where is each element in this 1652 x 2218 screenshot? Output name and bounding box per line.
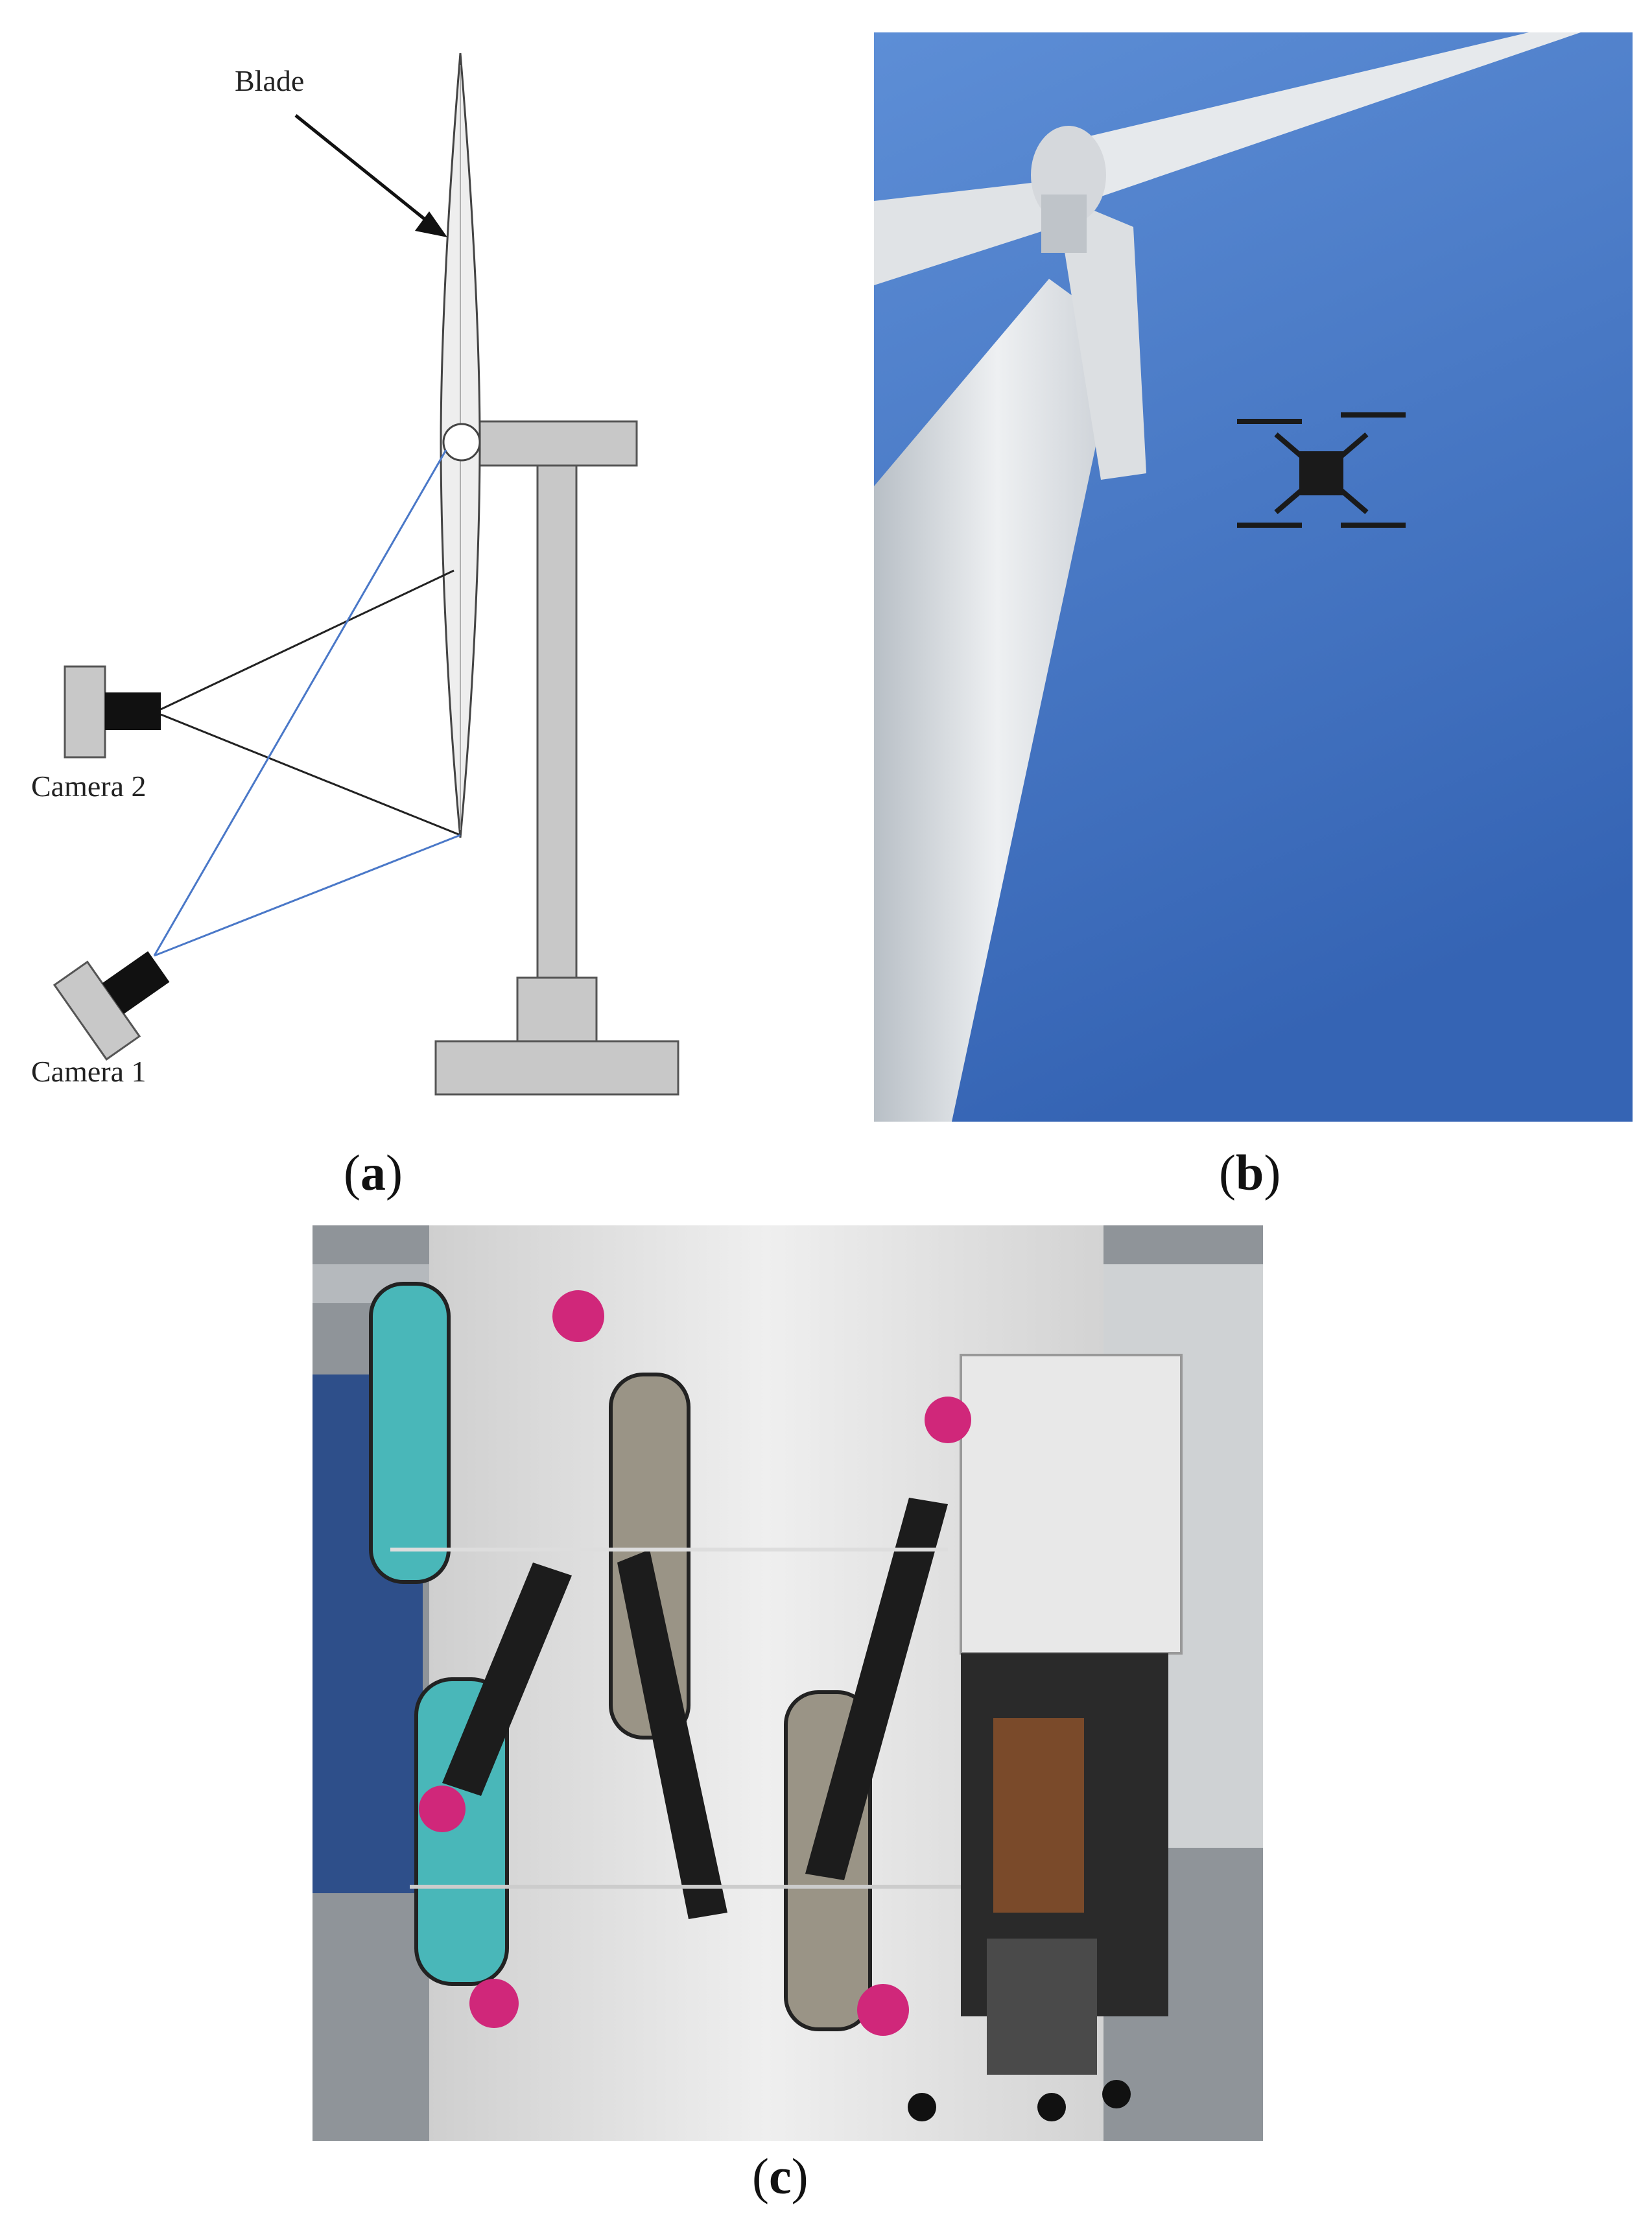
blade-label: Blade	[235, 64, 304, 97]
camera1-icon	[53, 951, 170, 1061]
camera1-ray-top	[153, 449, 447, 956]
linkage-leg-3	[805, 1498, 948, 1880]
caster-wheel-1	[908, 2093, 936, 2121]
lower-module	[987, 1939, 1097, 2075]
panel-c-robot-photo	[313, 1225, 1263, 2141]
electronics-module	[993, 1718, 1084, 1913]
camera2-ray-bottom	[160, 713, 461, 836]
caption-b-letter: b	[1235, 1144, 1264, 1201]
turbine-nacelle	[1041, 195, 1087, 253]
tower-foundation	[434, 1040, 679, 1096]
camera2-icon	[64, 665, 161, 759]
turbine-blade-right	[1062, 32, 1581, 201]
caption-c: (c)	[752, 2148, 808, 2204]
turbine-blade-left	[874, 182, 1056, 285]
magenta-wheel-2	[419, 1786, 466, 1832]
diagram-canvas: Blade Camera 2 Camera 1	[31, 53, 679, 1096]
robot-photo-illustration	[313, 1225, 1263, 2141]
tower-column	[536, 464, 578, 979]
linkage-leg-1	[442, 1563, 572, 1796]
magenta-wheel-5	[925, 1397, 971, 1443]
magenta-wheel-3	[469, 1979, 519, 2028]
caster-wheel-3	[1102, 2080, 1131, 2108]
camera1-ray-bottom	[154, 834, 461, 957]
track-arm-1	[369, 1282, 451, 1584]
magenta-wheel-1	[552, 1290, 604, 1342]
blade-arrow-head	[415, 211, 447, 237]
turbine-blade-down	[1056, 195, 1146, 480]
camera2-label: Camera 2	[31, 770, 147, 803]
magenta-wheel-4	[857, 1984, 909, 2036]
drone-photo-illustration	[874, 32, 1633, 1122]
caption-a-letter: a	[360, 1144, 386, 1201]
drone-icon	[1237, 412, 1406, 528]
caption-b: (b)	[1219, 1144, 1281, 1201]
caster-wheel-2	[1037, 2093, 1066, 2121]
camera1-label: Camera 1	[31, 1055, 147, 1088]
blade-arrow-line	[294, 114, 429, 223]
caption-a: (a)	[344, 1144, 403, 1201]
turbine-tower	[874, 279, 1120, 1122]
control-box	[960, 1354, 1183, 1655]
linkage-leg-2	[617, 1550, 727, 1919]
rotor-hub	[442, 423, 481, 462]
panel-b-drone-photo	[874, 32, 1633, 1122]
nacelle	[471, 420, 638, 467]
camera2-ray-top	[160, 569, 454, 711]
caption-c-letter: c	[768, 2148, 792, 2204]
tower-footing	[516, 976, 598, 1043]
panel-a-diagram: Blade Camera 2 Camera 1	[0, 0, 726, 1115]
